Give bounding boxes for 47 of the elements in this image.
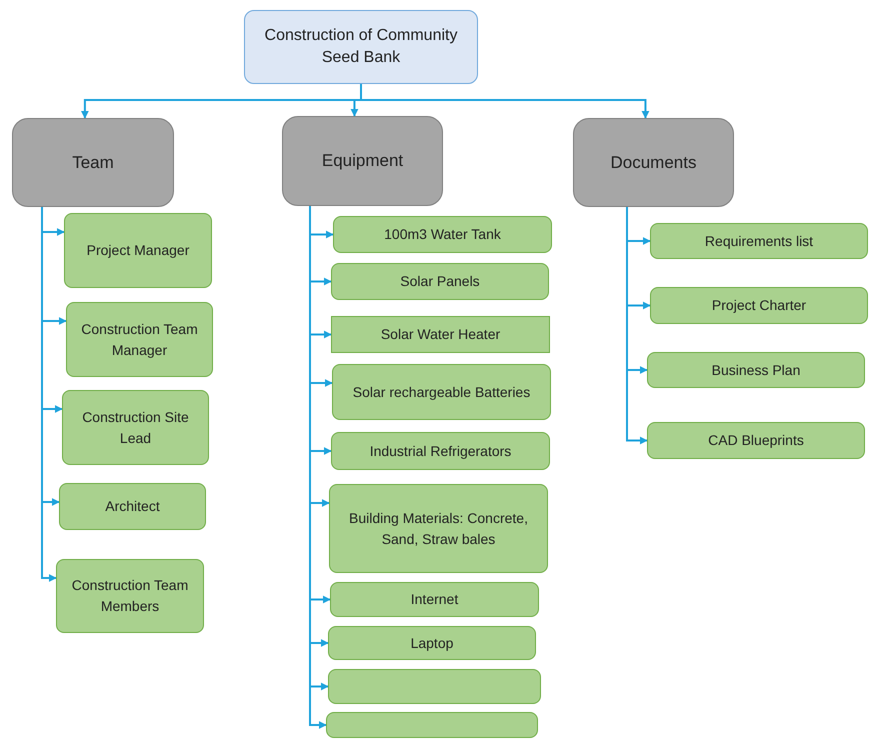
item-box	[329, 484, 548, 573]
node-label: 100m3 Water Tank	[384, 225, 501, 244]
item-box	[326, 712, 538, 738]
node-label: Construction Team Members	[70, 576, 190, 616]
node-label: Solar Water Heater	[380, 325, 500, 344]
node-label: Solar Panels	[400, 272, 480, 291]
connector-arrow	[41, 207, 57, 582]
category-box	[12, 118, 174, 207]
node-label: Construction of Community Seed Bank	[264, 26, 458, 68]
item-box	[331, 316, 550, 353]
item-box	[650, 223, 868, 259]
node-label: Team	[72, 152, 114, 172]
category-box	[573, 118, 734, 207]
node-label: Construction Site Lead	[81, 408, 190, 448]
item-box	[333, 216, 552, 253]
item-box	[647, 352, 865, 388]
item-box	[59, 483, 206, 530]
item-box	[650, 287, 868, 324]
item-box	[62, 390, 209, 465]
node-label: Building Materials: Concrete, Sand, Straw bales	[348, 508, 529, 548]
node-label: Project Charter	[712, 296, 806, 315]
node-label: Laptop	[410, 634, 454, 653]
node-label: Construction Team Manager	[80, 320, 199, 360]
item-box	[66, 302, 213, 377]
item-box	[332, 364, 551, 420]
item-box	[56, 559, 204, 633]
item-box	[331, 432, 550, 470]
node-label: Business Plan	[712, 360, 800, 380]
item-box	[328, 626, 536, 660]
node-label: Industrial Refrigerators	[370, 442, 512, 461]
category-box	[282, 116, 443, 206]
item-box	[328, 669, 541, 704]
item-box	[647, 422, 865, 459]
item-box	[330, 582, 539, 617]
node-label: Documents	[610, 152, 696, 172]
node-label: Internet	[410, 590, 458, 609]
node-label: Project Manager	[86, 241, 190, 260]
node-label: Requirements list	[704, 232, 814, 251]
node-label: Solar rechargeable Batteries	[352, 382, 530, 402]
item-box	[64, 213, 212, 288]
node-label: Architect	[105, 497, 160, 516]
item-box	[331, 263, 549, 300]
node-label: CAD Blueprints	[708, 431, 804, 450]
connector-arrow	[626, 207, 648, 444]
root-box	[244, 10, 478, 84]
node-label: Equipment	[322, 151, 404, 171]
connector-arrow	[360, 84, 650, 119]
